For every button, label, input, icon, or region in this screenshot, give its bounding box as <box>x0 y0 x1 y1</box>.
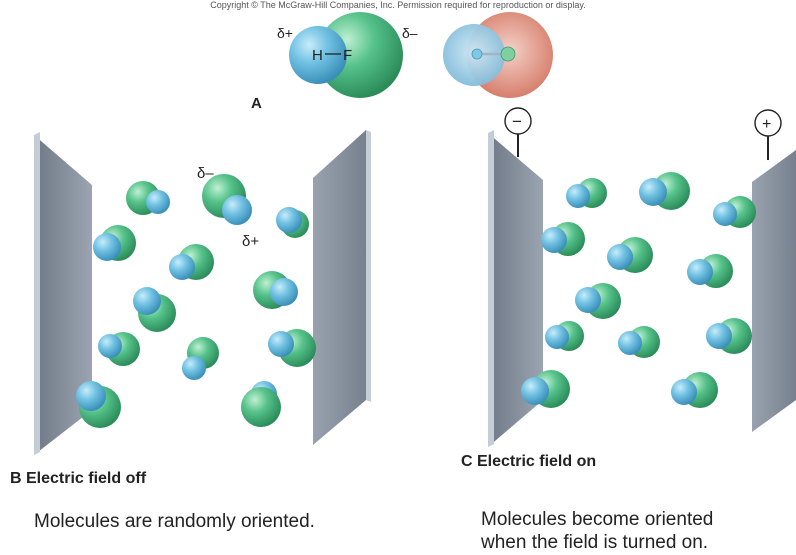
right-plate-c <box>752 150 796 432</box>
molecule <box>202 174 252 225</box>
molecule <box>93 225 136 261</box>
left-plate-b <box>34 132 92 455</box>
delta-plus-label-b: δ+ <box>242 233 259 250</box>
molecule <box>706 318 752 354</box>
positive-terminal: + <box>754 109 782 160</box>
molecules-oriented <box>521 172 756 408</box>
molecules-random <box>76 174 316 428</box>
panel-b-description: Molecules are randomly oriented. <box>34 511 315 532</box>
molecule <box>671 372 718 408</box>
molecule <box>566 178 607 208</box>
molecule <box>76 381 121 428</box>
panel-b: δ– δ+ <box>34 130 371 455</box>
left-plate-c <box>488 130 543 447</box>
copyright-notice: Copyright © The McGraw-Hill Companies, I… <box>210 0 586 10</box>
delta-plus-label: δ+ <box>277 25 293 41</box>
molecule <box>607 237 653 273</box>
molecule <box>639 172 690 210</box>
molecule <box>253 271 298 309</box>
panel-b-caption: B Electric field off <box>10 470 147 487</box>
ball-stick-fluorine <box>500 46 516 62</box>
hf-space-filling-model: H F δ+ δ– <box>277 12 418 98</box>
molecule <box>687 254 733 288</box>
atom-label-f: F <box>343 47 352 64</box>
molecule <box>241 381 281 427</box>
hydrogen-atom <box>289 26 347 84</box>
molecule <box>169 244 214 280</box>
molecule <box>133 287 176 332</box>
molecule <box>268 329 316 367</box>
electrostatic-potential-map <box>443 12 553 98</box>
panel-c-description-line2: when the field is turned on. <box>481 532 709 553</box>
delta-minus-label-b: δ– <box>197 165 214 182</box>
right-plate-b <box>313 130 371 445</box>
molecule <box>126 181 170 215</box>
molecule <box>541 222 585 256</box>
molecule <box>98 332 140 366</box>
panel-a: H F δ+ δ– A <box>251 12 553 112</box>
ball-stick-hydrogen <box>471 48 483 60</box>
molecule <box>575 283 621 319</box>
positive-terminal-sign: + <box>762 116 771 133</box>
panel-c-description-line1: Molecules become oriented <box>481 509 714 530</box>
panel-c: − + <box>488 107 796 447</box>
molecule <box>618 326 660 358</box>
molecule <box>276 207 309 238</box>
panel-a-letter: A <box>251 95 262 112</box>
negative-terminal-sign: − <box>512 112 522 131</box>
fluorine-atom <box>317 12 403 98</box>
molecule <box>521 370 570 408</box>
atom-label-h: H <box>312 47 323 64</box>
molecule <box>545 321 584 351</box>
panel-c-caption: C Electric field on <box>461 453 597 470</box>
negative-terminal: − <box>504 107 532 157</box>
delta-minus-label: δ– <box>402 25 418 41</box>
molecule <box>713 196 756 228</box>
molecule <box>182 337 219 380</box>
